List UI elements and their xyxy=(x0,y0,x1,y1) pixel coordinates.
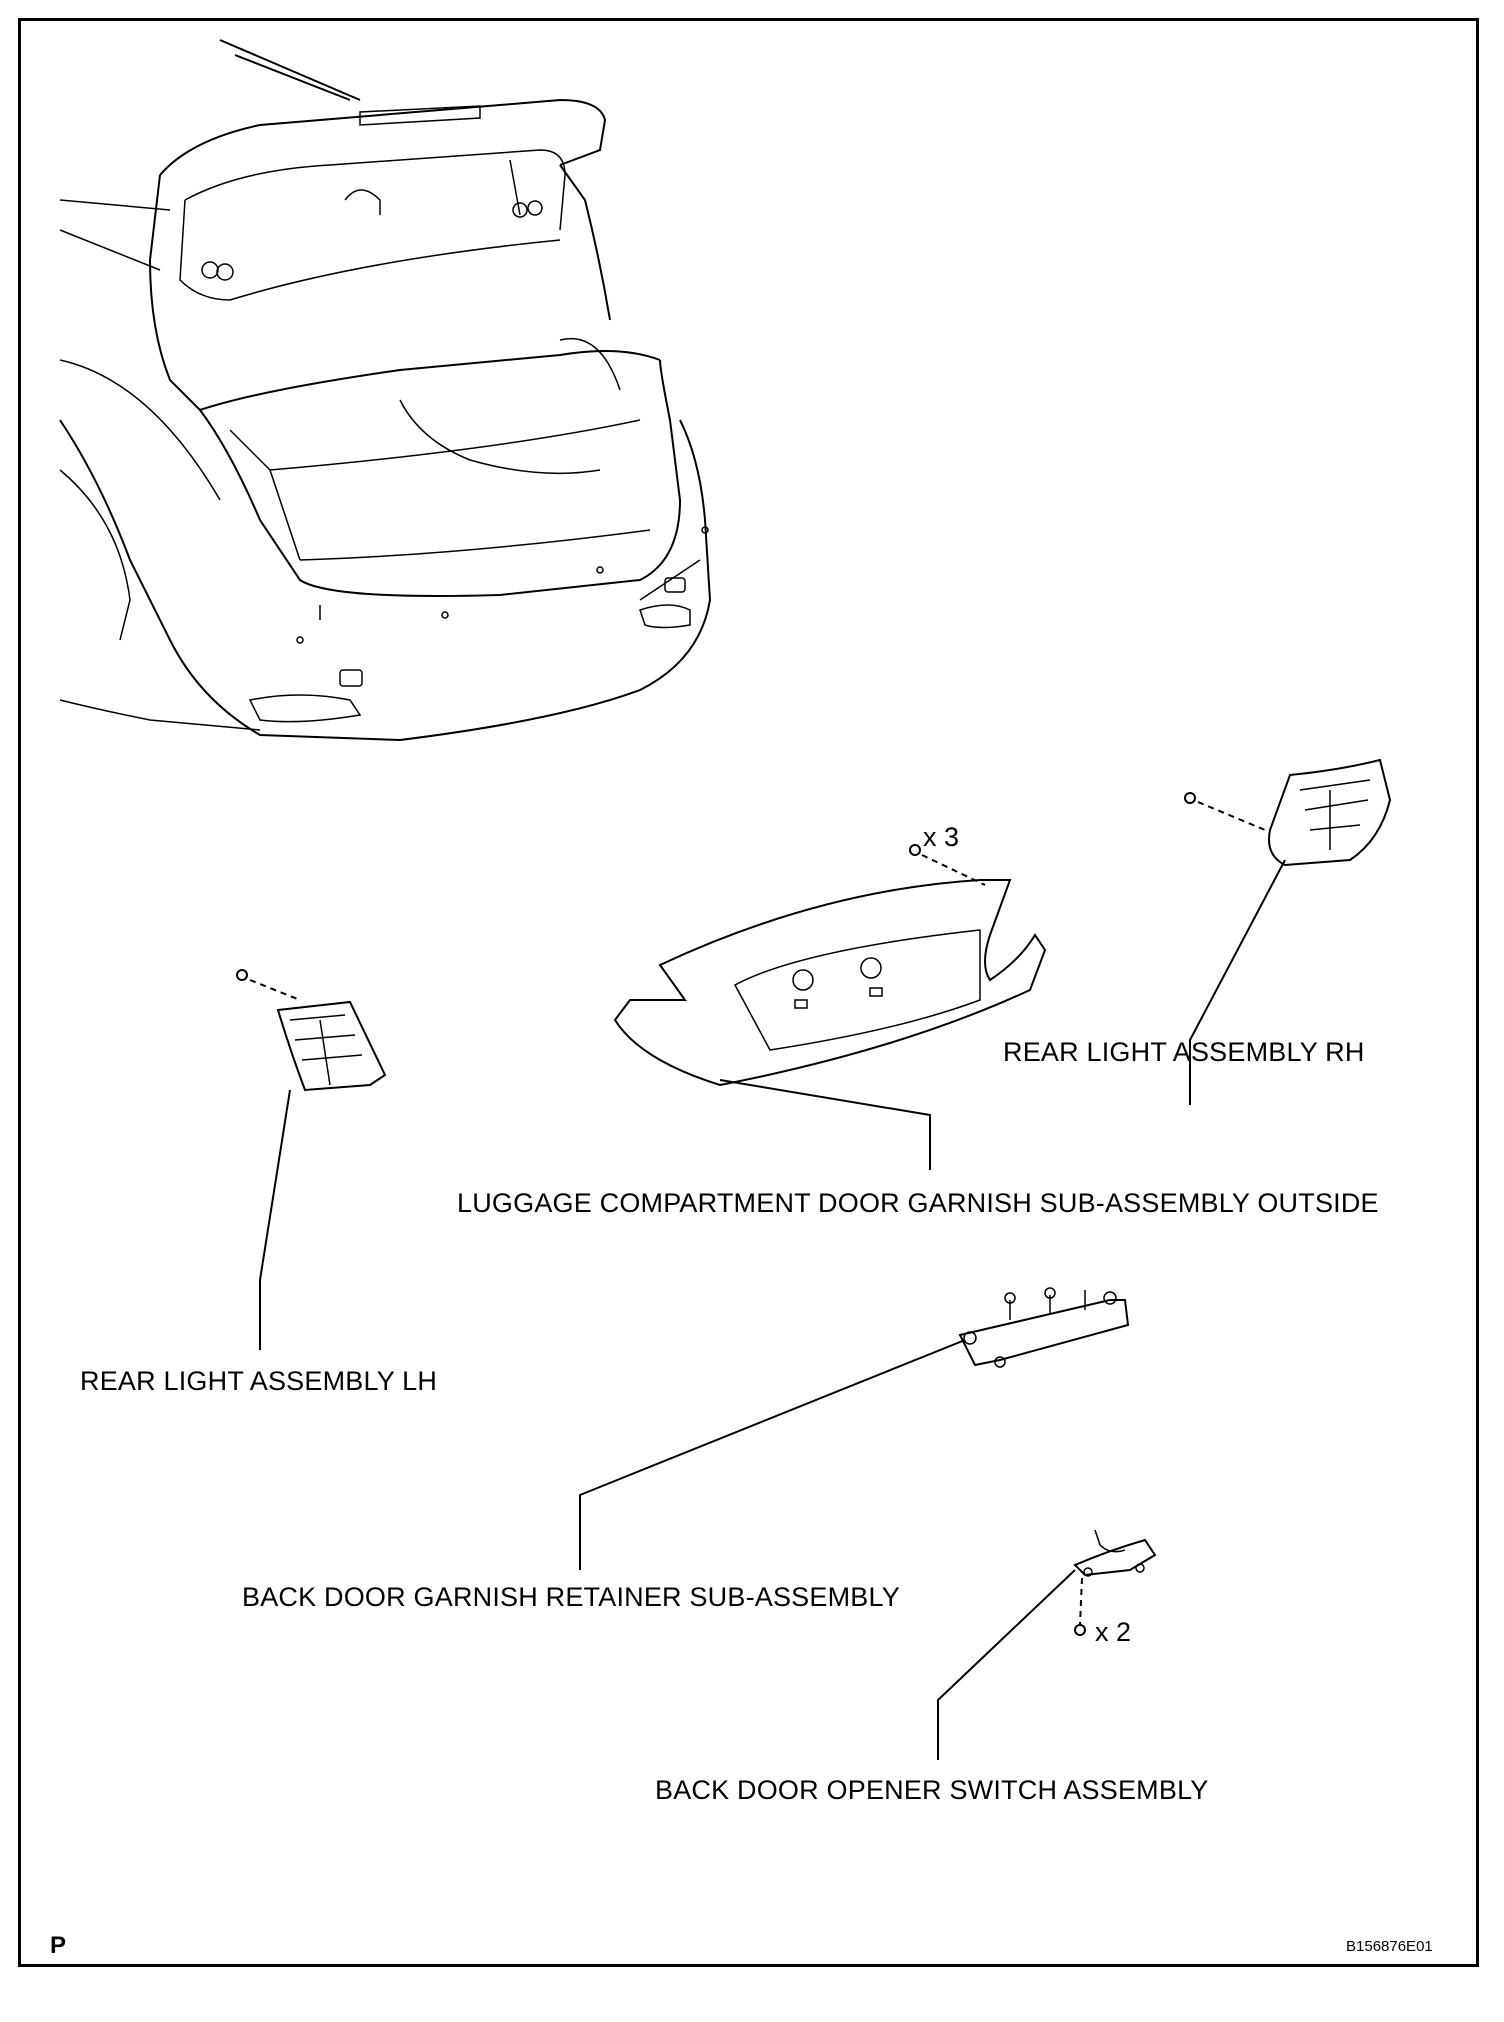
opener-switch-part xyxy=(937,1529,1157,1760)
label-garnish-outside: LUGGAGE COMPARTMENT DOOR GARNISH SUB-ASS… xyxy=(457,1188,1379,1218)
label-opener-switch: BACK DOOR OPENER SWITCH ASSEMBLY xyxy=(655,1775,1209,1805)
figure-id: B156876E01 xyxy=(1346,1938,1433,1955)
label-garnish-retainer: BACK DOOR GARNISH RETAINER SUB-ASSEMBLY xyxy=(242,1582,900,1612)
vehicle-rear-illustration xyxy=(59,39,712,742)
label-rear-light-lh: REAR LIGHT ASSEMBLY LH xyxy=(80,1366,438,1396)
qty-switch-screws: x 2 xyxy=(1095,1617,1132,1647)
rear-light-lh-part xyxy=(236,969,387,1350)
rear-light-rh-part xyxy=(1184,758,1392,1105)
garnish-outside-part xyxy=(613,844,1047,1170)
page-letter: P xyxy=(50,1932,67,1959)
diagram-frame xyxy=(18,18,1479,1967)
qty-garnish-nuts: x 3 xyxy=(923,822,960,852)
garnish-retainer-part xyxy=(579,1287,1130,1570)
label-rear-light-rh: REAR LIGHT ASSEMBLY RH xyxy=(1003,1037,1365,1067)
